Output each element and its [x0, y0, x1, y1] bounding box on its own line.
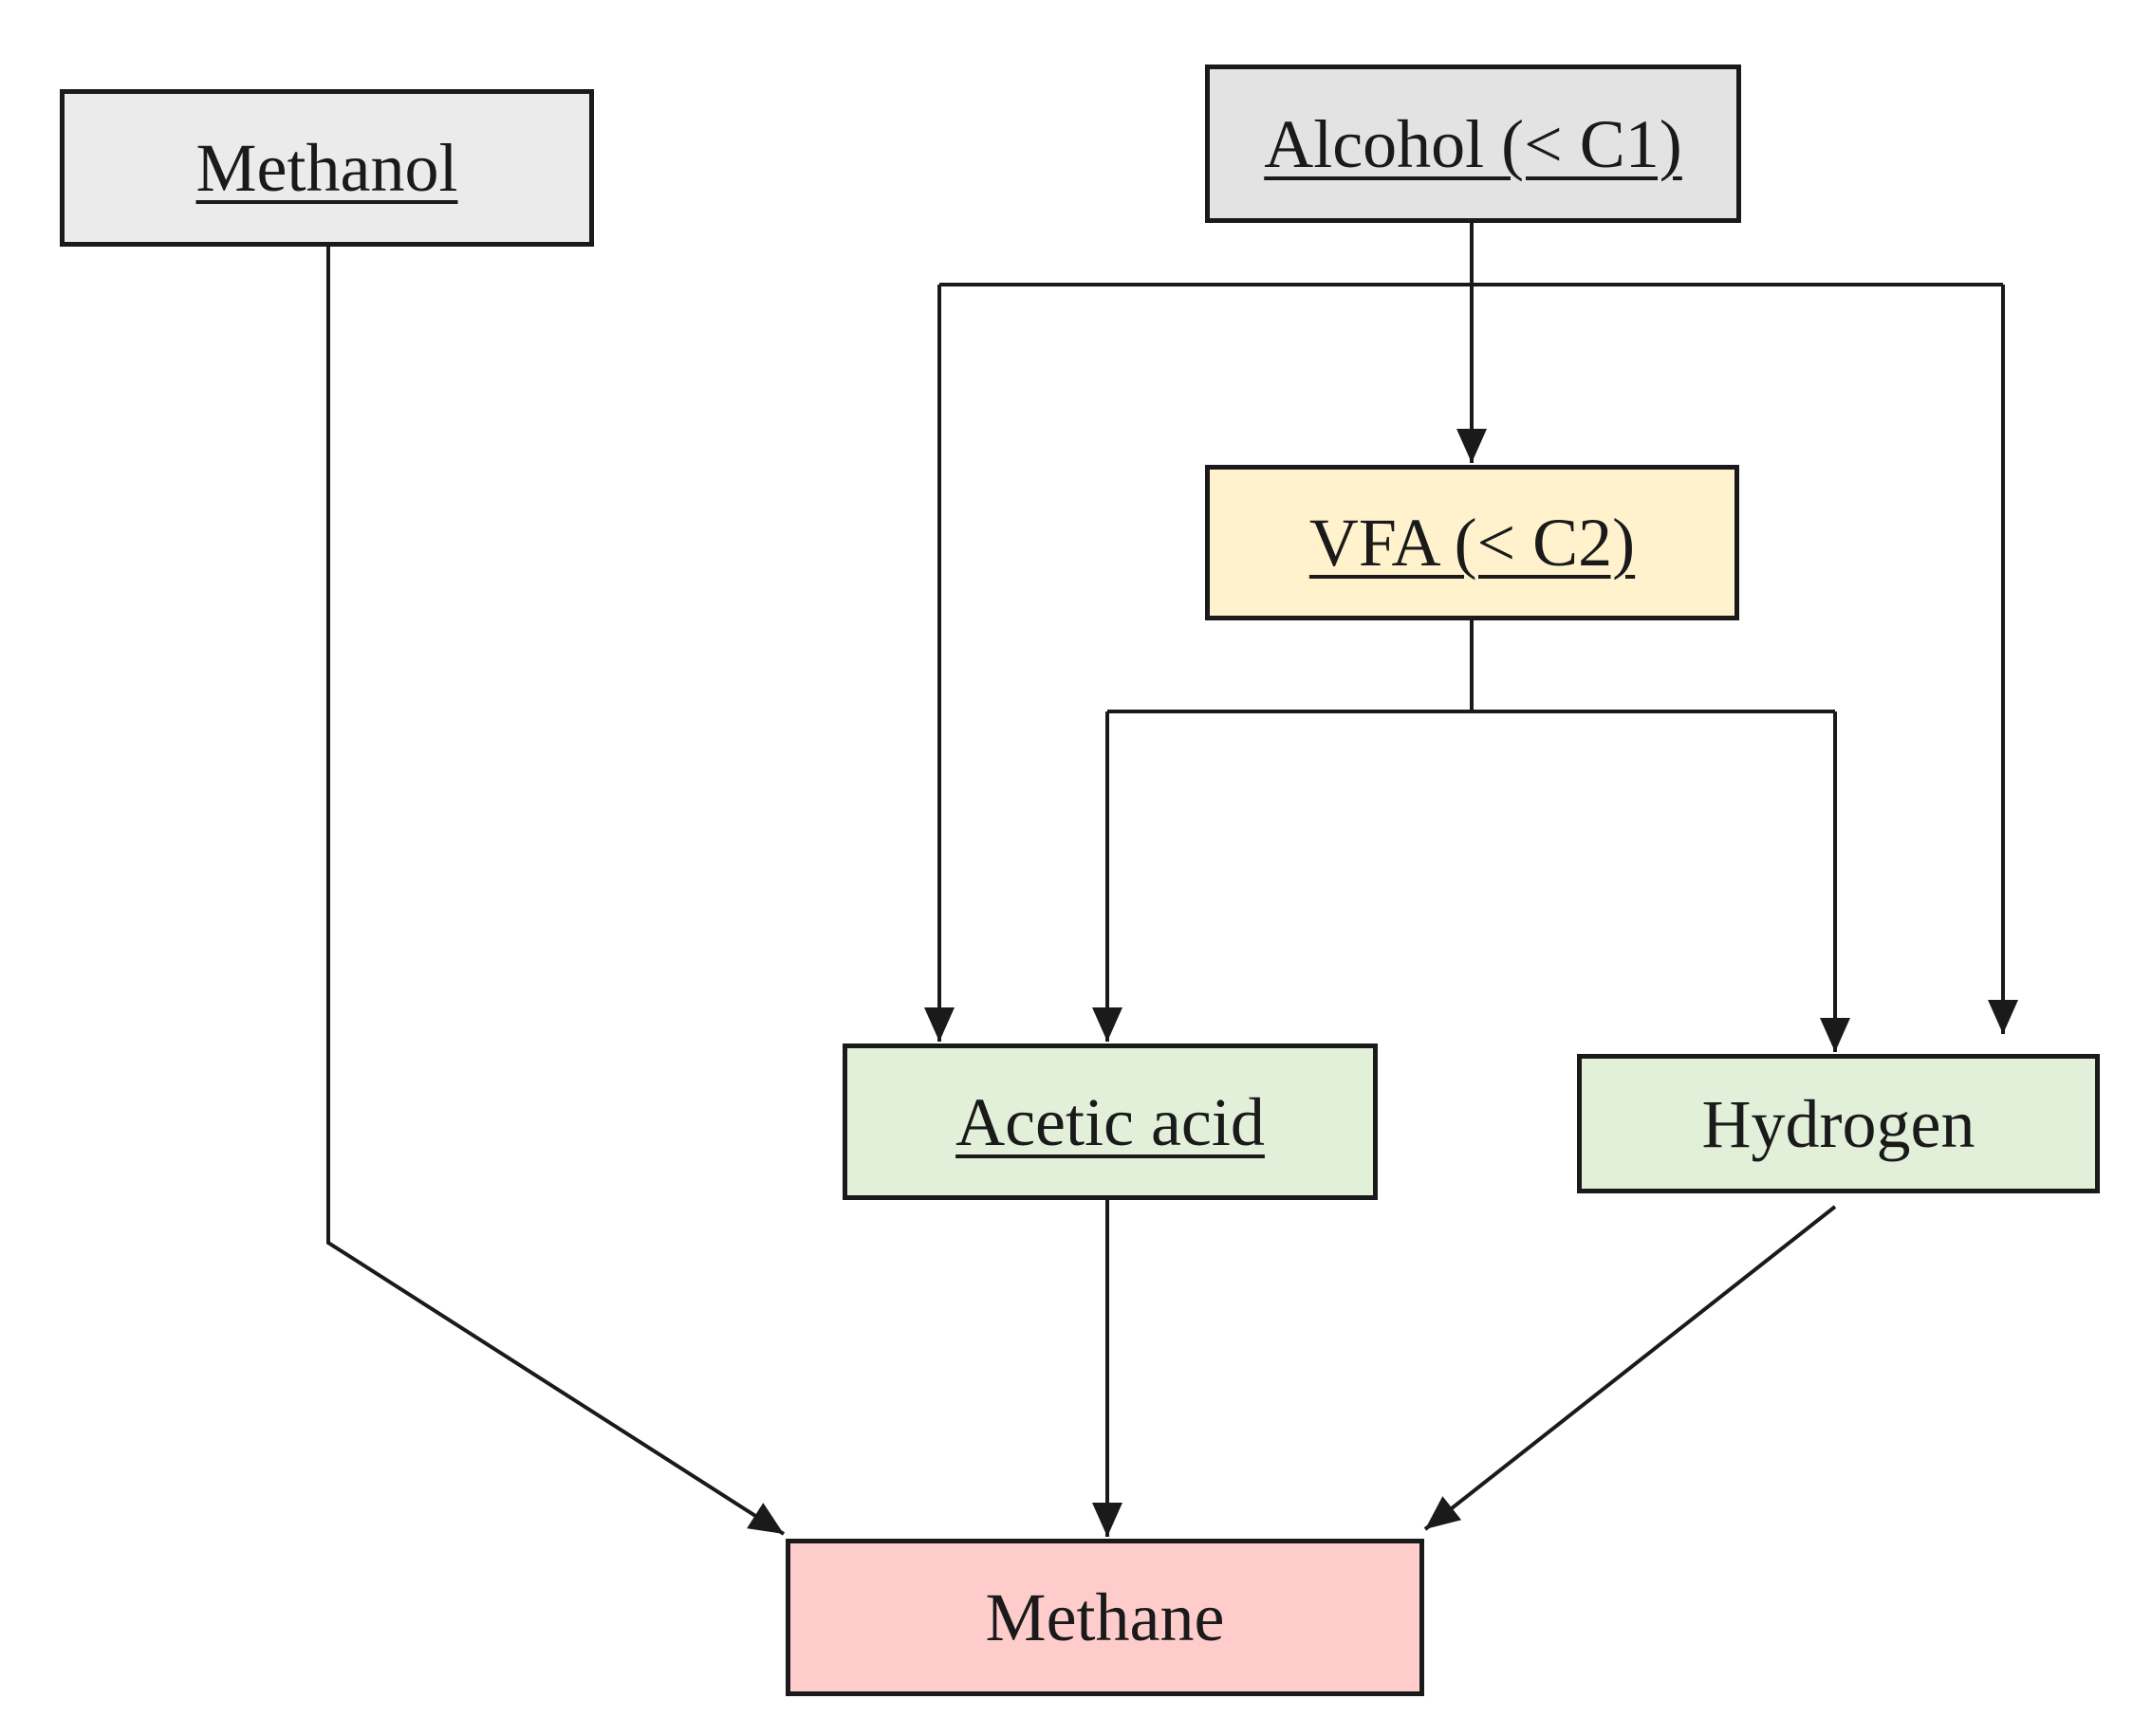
node-methanol: Methanol — [60, 89, 594, 247]
node-hydrogen: Hydrogen — [1577, 1054, 2100, 1193]
node-methane: Methane — [786, 1539, 1424, 1696]
node-vfa-label: VFA (< C2) — [1308, 505, 1636, 581]
node-alcohol-label: Alcohol (< C1) — [1264, 105, 1682, 182]
node-acetic-acid: Acetic acid — [843, 1043, 1378, 1200]
node-vfa: VFA (< C2) — [1205, 465, 1739, 620]
edge-hydrogen-to-methane — [1423, 1205, 1837, 1531]
edge-methanol-to-methane — [326, 247, 786, 1536]
node-alcohol: Alcohol (< C1) — [1205, 65, 1741, 223]
node-acetic-acid-label: Acetic acid — [955, 1083, 1265, 1160]
node-methanol-label: Methanol — [195, 130, 458, 206]
node-methane-label: Methane — [985, 1579, 1225, 1655]
node-hydrogen-label: Hydrogen — [1701, 1085, 1975, 1162]
edge-vfa-branch — [1107, 620, 1835, 713]
